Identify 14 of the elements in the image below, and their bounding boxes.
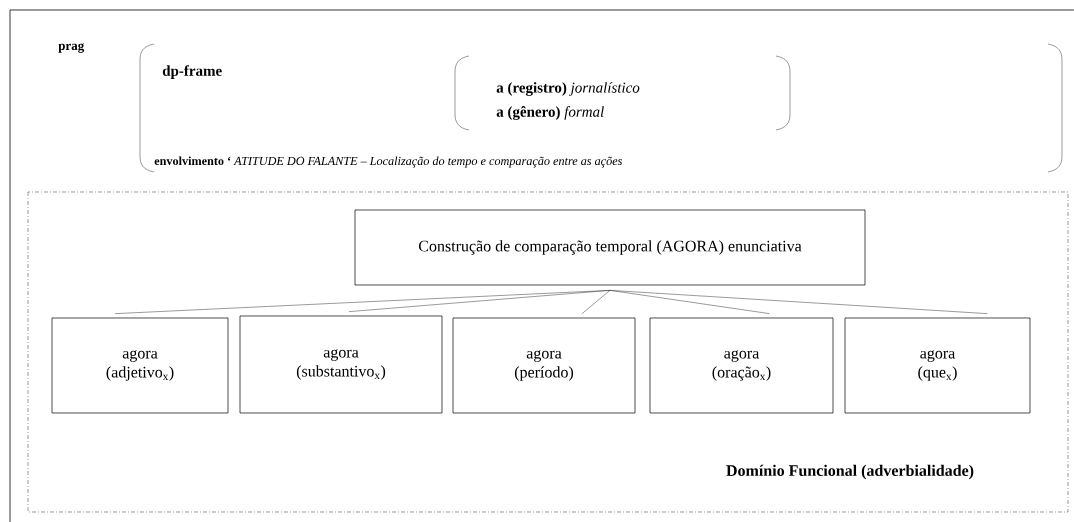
category-box: agora (que$_{x}$) — [844, 317, 1031, 414]
category-box: agora (oração$_{x}$) — [649, 317, 834, 414]
connector-line — [348, 290, 611, 312]
category-box: agora (adjetivo$_{x}$) — [51, 317, 229, 414]
construction-box: Construção de comparação temporal (AGORA) enunciativa — [354, 209, 866, 286]
category-box: agora (período) — [452, 317, 636, 414]
category-box: agora (substantivo$_{x}$) — [239, 315, 443, 414]
connector-line — [609, 290, 988, 314]
label-text: envolvimento ‘ ATITUDE DO FALANTE – Localização do tempo e comparação entre as ações — [154, 156, 622, 168]
label-text: a (registro) jornalístico — [496, 82, 640, 96]
label-text: dp-frame — [162, 65, 222, 79]
connector-line — [581, 290, 611, 314]
label-text: a (gênero) formal — [496, 106, 604, 120]
label-text: prag — [58, 43, 85, 53]
